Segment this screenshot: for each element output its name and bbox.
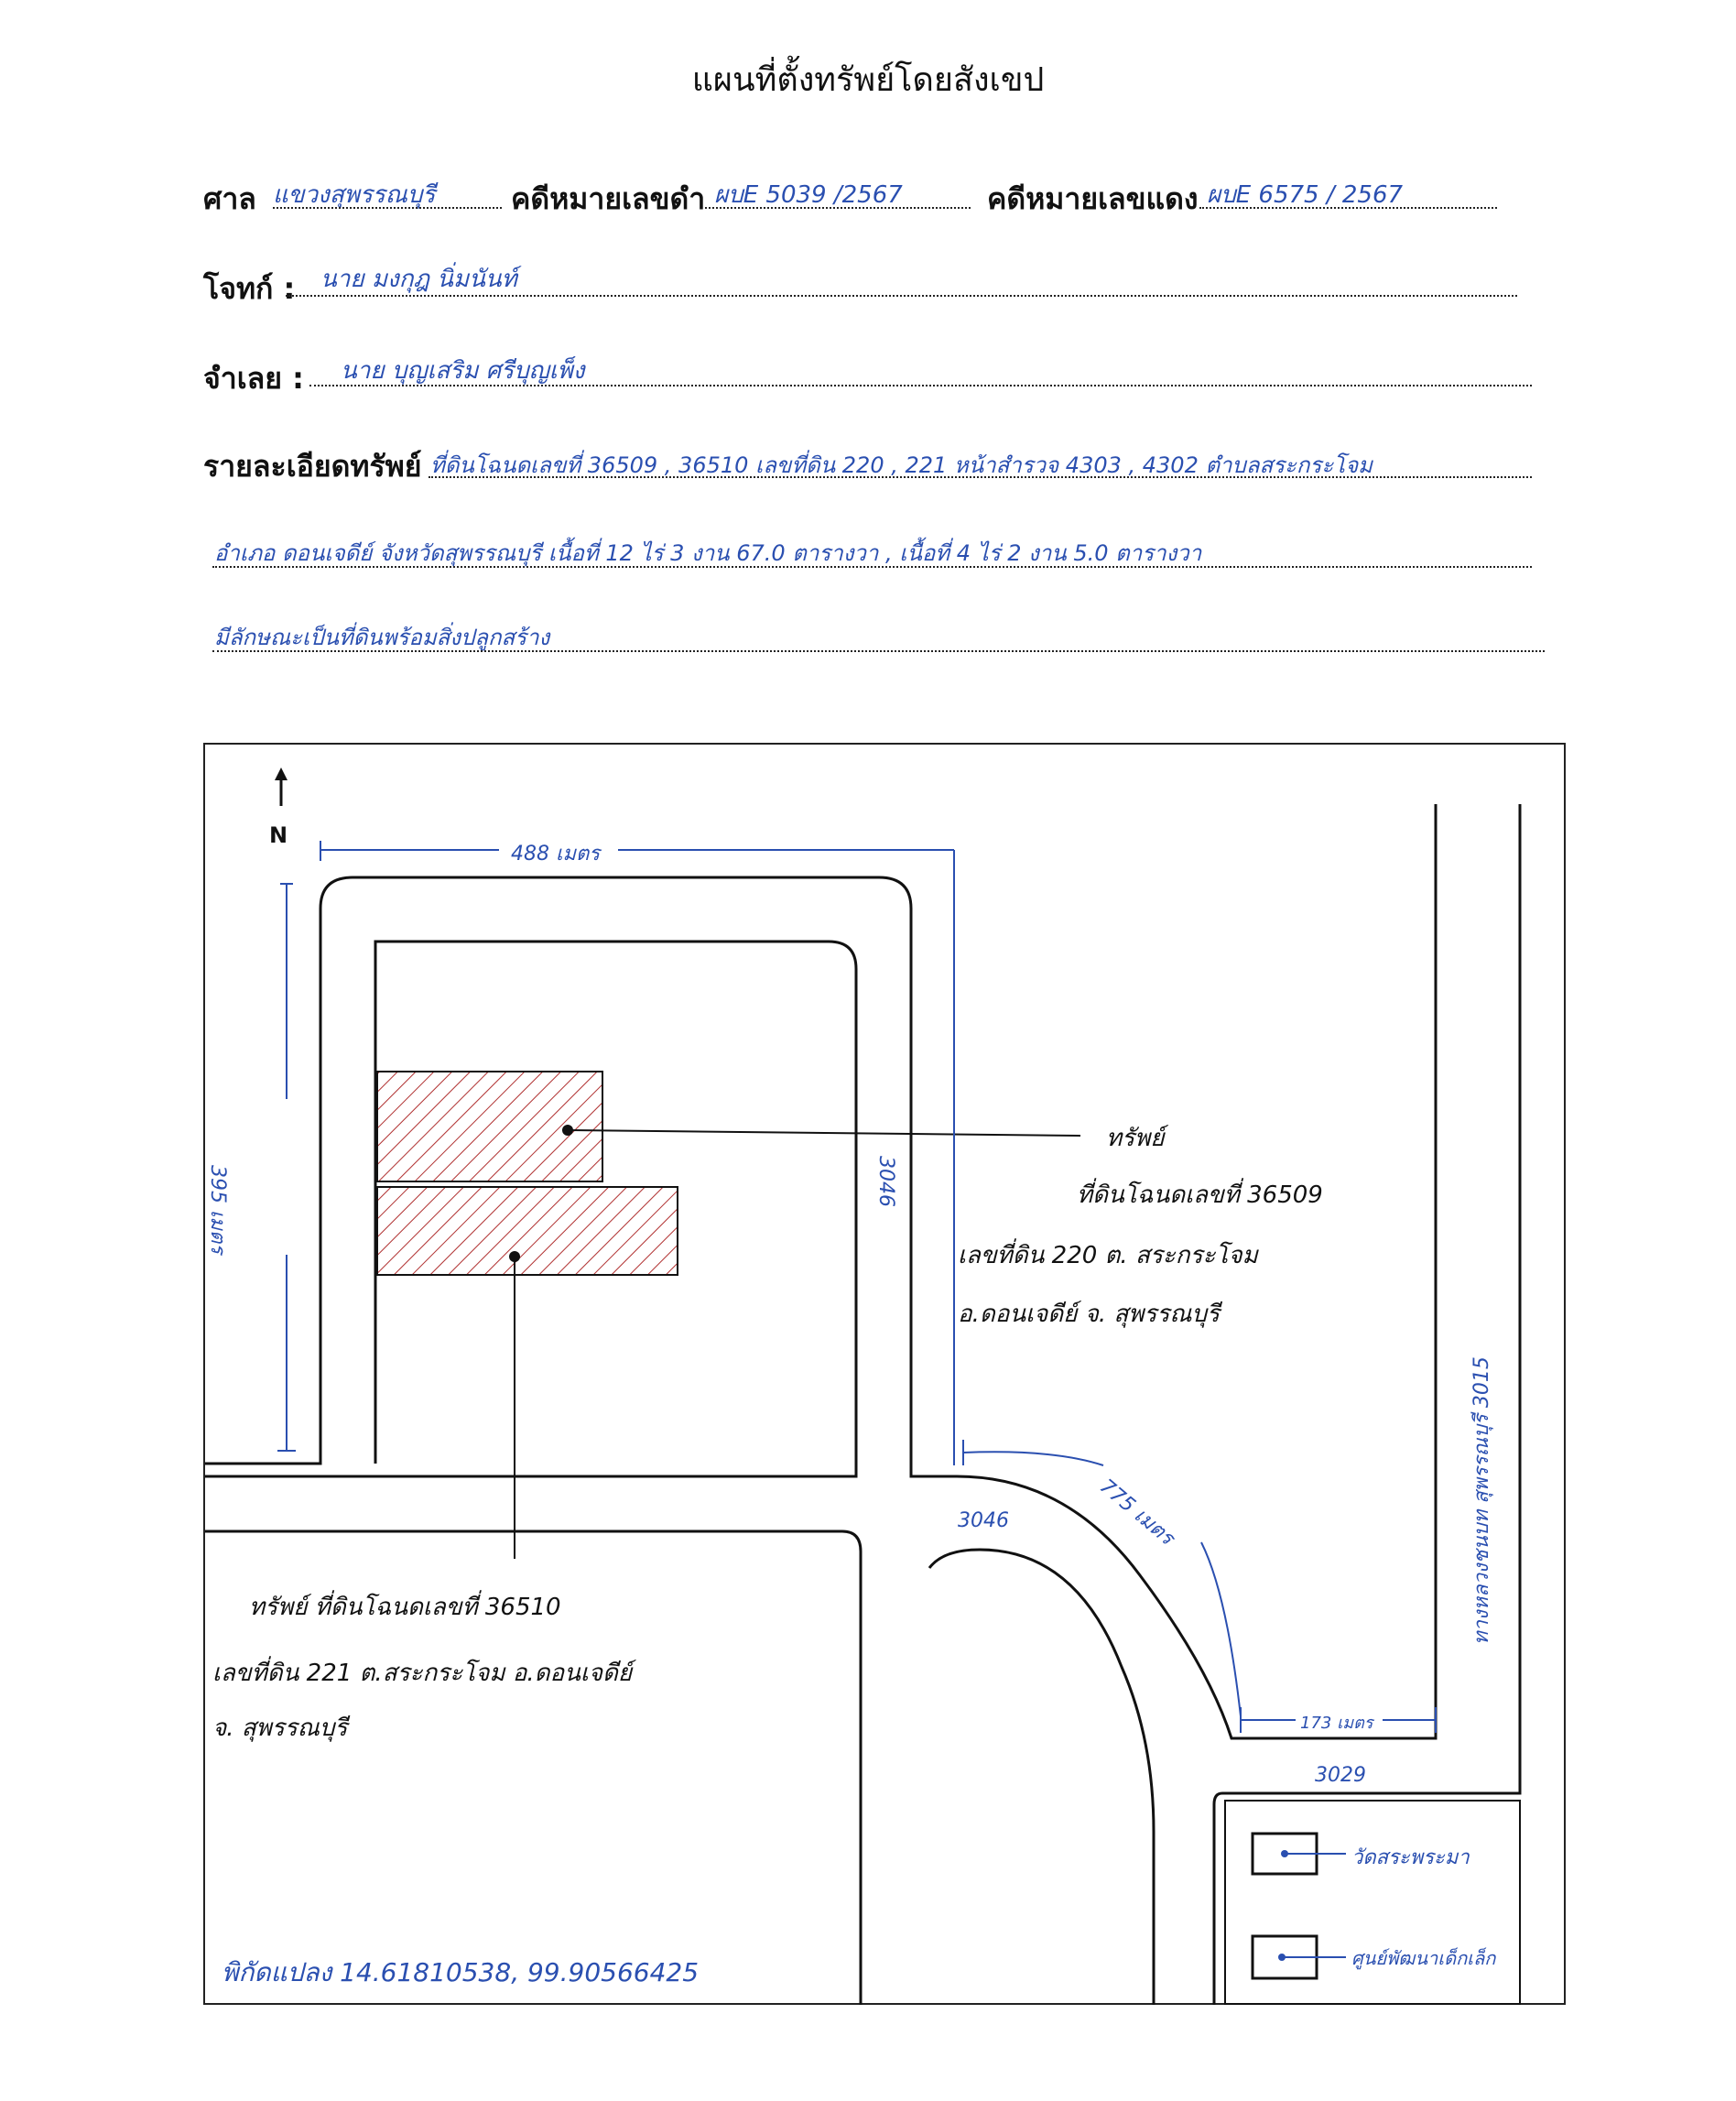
red-case-value: ผบE 6575 / 2567 bbox=[1207, 181, 1404, 209]
page-title: แผนที่ตั้งทรัพย์โดยสังเขป bbox=[691, 61, 1045, 99]
details-dotline-1 bbox=[429, 476, 1532, 478]
property-a-line3: อ.ดอนเจดีย์ จ. สุพรรณบุรี bbox=[958, 1301, 1220, 1328]
details-dotline-2 bbox=[212, 566, 1532, 568]
court-value: แขวงสุพรรณบุรี bbox=[273, 181, 436, 209]
defendant-value: นาย บุญเสริม ศรีบุญเพ็ง bbox=[341, 357, 585, 385]
details-line1: ที่ดินโฉนดเลขที่ 36509 , 36510 เลขที่ดิน… bbox=[430, 452, 1373, 478]
property-a-line1: ที่ดินโฉนดเลขที่ 36509 bbox=[1077, 1181, 1323, 1209]
court-dotline bbox=[273, 207, 502, 209]
road-3029-label: 3029 bbox=[1315, 1764, 1366, 1787]
road-3046-vertical-label: 3046 bbox=[874, 1156, 897, 1207]
red-case-label: คดีหมายเลขแดง bbox=[987, 181, 1199, 216]
details-dotline-3 bbox=[212, 650, 1545, 652]
plaintiff-value: นาย มงกุฎ นิ่มนันท์ bbox=[320, 266, 517, 293]
plaintiff-dotline bbox=[286, 295, 1517, 297]
legend-center-label: ศูนย์พัฒนาเด็กเล็ก bbox=[1351, 1947, 1496, 1969]
details-label: รายละเอียดทรัพย์ bbox=[203, 449, 422, 484]
dim-bottom-label: 173 เมตร bbox=[1300, 1714, 1373, 1733]
red-case-dotline bbox=[1199, 207, 1497, 209]
defendant-label: จำเลย : bbox=[203, 361, 304, 396]
legend-temple-label: วัดสระพระมา bbox=[1351, 1846, 1470, 1869]
parcel-36510 bbox=[376, 1186, 678, 1276]
property-a-title: ทรัพย์ bbox=[1106, 1125, 1165, 1152]
court-label: ศาล bbox=[203, 181, 256, 216]
black-case-dotline bbox=[705, 207, 971, 209]
north-arrow-icon bbox=[275, 767, 288, 806]
road-right-label: ทางหลวงชนบท สุพรรณบุรี 3015 bbox=[1470, 1356, 1493, 1645]
property-b-line1: ทรัพย์ ที่ดินโฉนดเลขที่ 36510 bbox=[249, 1594, 561, 1621]
black-case-label: คดีหมายเลขดำ bbox=[511, 181, 706, 216]
legend-box bbox=[1224, 1800, 1521, 2005]
road-lines bbox=[205, 804, 1522, 2005]
details-line2: อำเภอ ดอนเจดีย์ จังหวัดสุพรรณบุรี เนื้อท… bbox=[214, 540, 1202, 566]
property-a-line2: เลขที่ดิน 220 ต. สระกระโจม bbox=[958, 1242, 1258, 1269]
property-b-line3: จ. สุพรรณบุรี bbox=[212, 1715, 348, 1742]
road-3046-horizontal-label: 3046 bbox=[958, 1509, 1009, 1532]
plaintiff-label: โจทก์ : bbox=[203, 271, 296, 306]
parcel-coordinates: พิกัดแปลง 14.61810538, 99.90566425 bbox=[222, 1957, 700, 1987]
north-label: N bbox=[269, 822, 288, 848]
dimension-lines bbox=[277, 841, 1437, 1733]
map-frame bbox=[203, 743, 1566, 2005]
property-b-line2: เลขที่ดิน 221 ต.สระกระโจม อ.ดอนเจดีย์ bbox=[212, 1660, 633, 1687]
dim-top-label: 488 เมตร bbox=[511, 843, 601, 865]
dim-left-label: 395 เมตร bbox=[206, 1165, 229, 1255]
details-line3: มีลักษณะเป็นที่ดินพร้อมสิ่งปลูกสร้าง bbox=[214, 625, 550, 650]
defendant-dotline bbox=[309, 385, 1532, 386]
black-case-value: ผบE 5039 /2567 bbox=[714, 181, 903, 209]
